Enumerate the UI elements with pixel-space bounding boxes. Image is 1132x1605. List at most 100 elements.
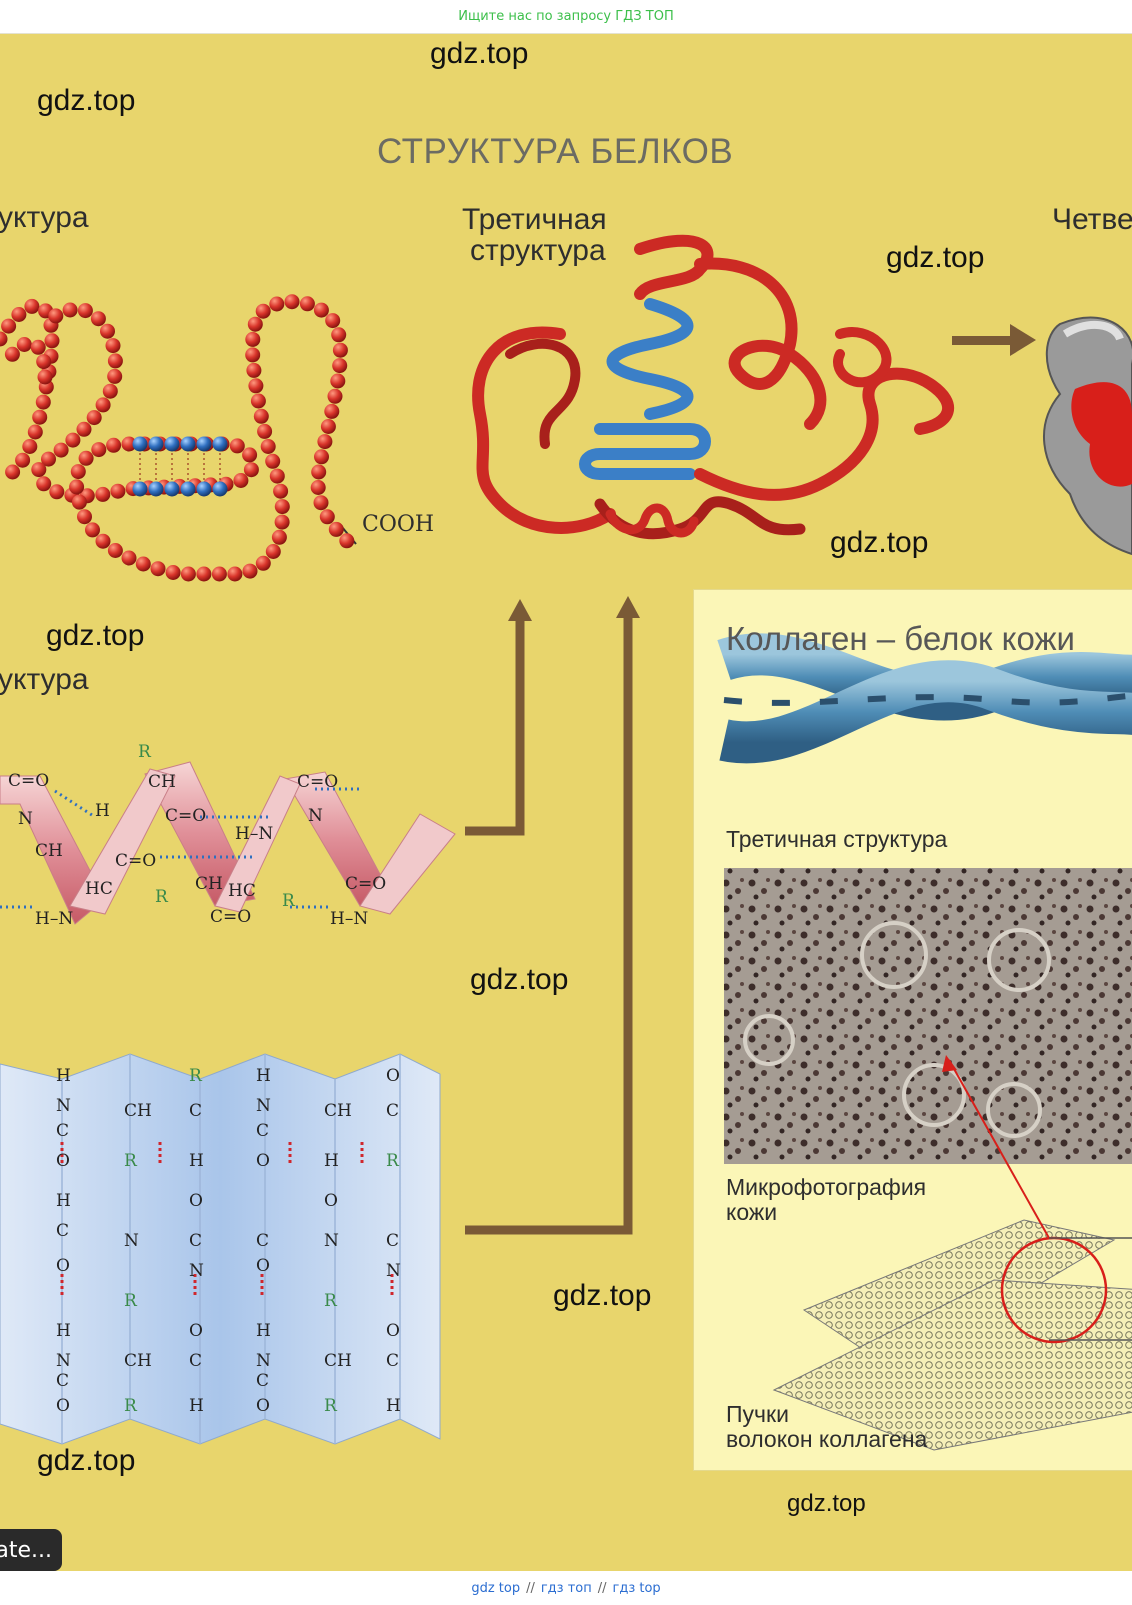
amino-acid-bead (313, 495, 329, 511)
tertiary-label-line2: структура (470, 234, 606, 267)
amino-acid-bead (41, 451, 56, 467)
amino-acid-bead (22, 439, 38, 454)
sheet-atom: CH (124, 1351, 152, 1371)
cooh-label: COOH (362, 512, 435, 537)
sheet-atom: R (189, 1066, 203, 1086)
amino-acid-bead (253, 408, 269, 424)
sheet-atom: O (386, 1321, 400, 1341)
sheet-atom: N (256, 1351, 271, 1371)
tertiary-structure-label: Третичная структура (462, 204, 607, 266)
sheet-atom: C (56, 1121, 69, 1141)
amino-acid-bead (247, 316, 263, 332)
helix-atom: C=O (345, 874, 386, 894)
sheet-atom: C (56, 1371, 69, 1391)
amino-acid-bead (310, 480, 326, 495)
amino-acid-bead (328, 521, 344, 537)
amino-acid-bead-blue (180, 481, 196, 497)
sheet-atom: C (256, 1231, 269, 1251)
sheet-atom: R (124, 1396, 138, 1416)
sheet-atom: O (56, 1396, 70, 1416)
sheet-atom: N (56, 1096, 71, 1116)
micrograph-caption-line2: кожи (726, 1199, 778, 1225)
footer-link-2[interactable]: гдз топ (540, 1580, 592, 1596)
hydrogen-bond-dots (139, 453, 221, 480)
amino-acid-bead (274, 514, 290, 530)
sheet-atom: R (124, 1151, 138, 1171)
quaternary-structure (1043, 316, 1132, 556)
helix-atom: CH (195, 874, 223, 894)
arrow-tertiary-to-quaternary (952, 324, 1036, 356)
amino-acid-bead (69, 479, 85, 495)
search-promo-link[interactable]: Ищите нас по запросу ГДЗ ТОП (458, 9, 674, 24)
amino-acid-bead (327, 388, 343, 404)
amino-acid-bead (245, 331, 261, 347)
amino-acid-bead (269, 296, 285, 312)
amino-acid-bead-blue (148, 481, 164, 497)
collagen-panel-title: Коллаген – белок кожи (726, 620, 1075, 657)
footer-link-3[interactable]: гдз top (612, 1580, 661, 1596)
sheet-atom: CH (124, 1101, 152, 1121)
amino-acid-bead (35, 394, 51, 410)
amino-acid-bead (274, 499, 290, 515)
amino-acid-bead (135, 556, 151, 572)
amino-acid-bead (106, 437, 122, 453)
sheet-atom: H (189, 1396, 204, 1416)
sheet-atom: O (189, 1321, 203, 1341)
amino-acid-bead (339, 533, 355, 549)
watermark: gdz.top (830, 526, 929, 559)
amino-acid-bead (30, 339, 46, 355)
amino-acid-bead (107, 353, 123, 369)
amino-acid-bead (90, 311, 106, 327)
amino-acid-bead (49, 484, 65, 500)
sheet-atom: R (386, 1151, 400, 1171)
secondary-structure-label: уктура (0, 663, 89, 696)
footer-separator: // (597, 1580, 607, 1596)
sheet-atom: C (386, 1101, 399, 1121)
sheet-atom: H (256, 1321, 271, 1341)
amino-acid-bead (299, 296, 315, 312)
amino-acid-bead (37, 369, 53, 385)
sheet-atom: N (56, 1351, 71, 1371)
flow-arrows (465, 324, 1036, 1235)
skin-micrograph (724, 868, 1132, 1164)
footer-link-1[interactable]: gdz top (471, 1580, 521, 1596)
collagen-fibre-bundles (772, 1219, 1132, 1451)
amino-acid-bead (70, 464, 86, 480)
watermark: gdz.top (787, 1490, 866, 1517)
amino-acid-bead (107, 368, 123, 384)
amino-acid-bead (102, 383, 118, 399)
watermark: gdz.top (553, 1279, 652, 1312)
amino-acid-bead (314, 449, 329, 465)
amino-acid-bead-blue (212, 436, 228, 452)
amino-acid-bead (269, 468, 285, 484)
amino-acid-bead (27, 424, 43, 440)
helix-atom: N (18, 809, 33, 829)
helix-atom-labels: C=O N H CH R C=O H–N C=O N HC CH C=O H–N… (8, 742, 386, 929)
amino-acid-bead (100, 323, 115, 339)
amino-acid-bead (331, 327, 347, 343)
sheet-atom: O (256, 1396, 270, 1416)
amino-acid-bead (31, 462, 47, 478)
amino-acid-bead (77, 509, 92, 525)
amino-acid-bead (324, 403, 340, 419)
helix-atom: C=O (165, 806, 206, 826)
amino-acid-bead (48, 308, 64, 324)
amino-acid-bead (330, 373, 346, 389)
amino-acid-bead-blue (148, 436, 164, 452)
amino-acid-bead (227, 566, 243, 582)
amino-acid-bead (246, 362, 262, 378)
sheet-atom: H (56, 1066, 71, 1086)
pointer-line (948, 1059, 1050, 1239)
amino-acid-bead (91, 442, 107, 458)
protein-structure-poster: C=O N H CH R C=O H–N C=O N HC CH C=O H–N… (0, 34, 1132, 1571)
amino-acid-bead (86, 410, 102, 426)
amino-acid-bead-blue (196, 481, 212, 497)
sheet-atom: C (189, 1351, 202, 1371)
amino-acid-bead (242, 563, 258, 579)
helix-atom: R (155, 887, 169, 907)
amino-acid-bead (273, 483, 289, 499)
amino-acid-bead (317, 434, 333, 450)
translate-button[interactable]: ate... (0, 1529, 62, 1571)
alpha-helix-ribbon (0, 761, 456, 925)
sheet-atom: O (256, 1256, 270, 1276)
